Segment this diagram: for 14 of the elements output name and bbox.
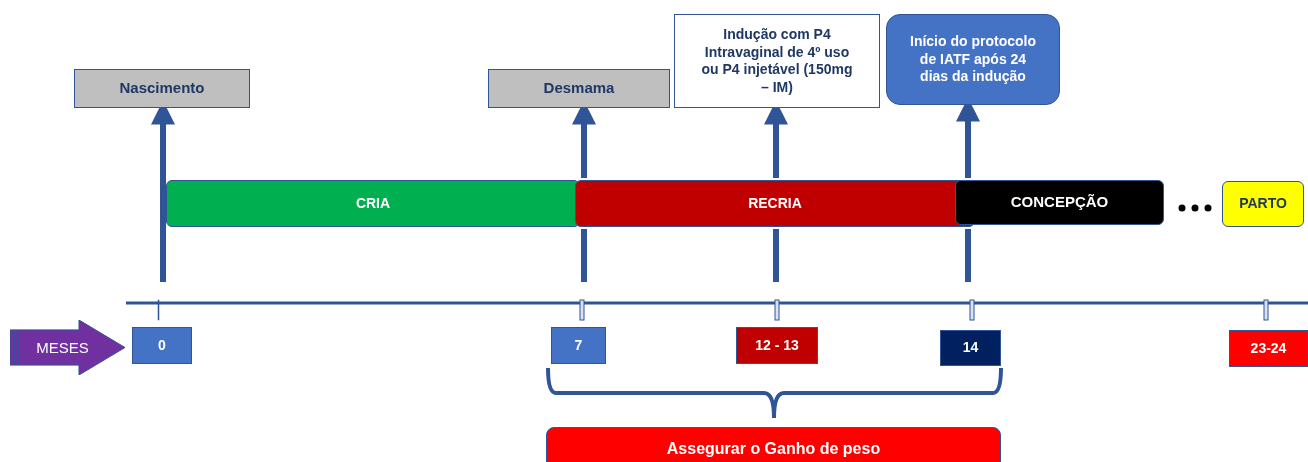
phase-bar: PARTO: [1222, 181, 1304, 227]
month-box: 7: [551, 327, 606, 364]
note-box: Início do protocolo de IATF após 24 dias da indução: [886, 14, 1060, 105]
block-arrow: [10, 320, 125, 375]
month-box: 23-24: [1229, 330, 1308, 367]
month-box: 14: [940, 330, 1001, 366]
event-box: Desmama: [488, 69, 670, 108]
axis-label: MESES: [35, 339, 90, 356]
month-box: 12 - 13: [736, 327, 818, 364]
phase-bar: CONCEPÇÃO: [955, 180, 1164, 225]
month-box: 0: [132, 327, 192, 364]
event-box: Nascimento: [74, 69, 250, 108]
note-box: Indução com P4 Intravaginal de 4º uso ou P4 injetável (150mg – IM): [674, 14, 880, 108]
goal-box: Assegurar o Ganho de peso: [546, 427, 1001, 462]
